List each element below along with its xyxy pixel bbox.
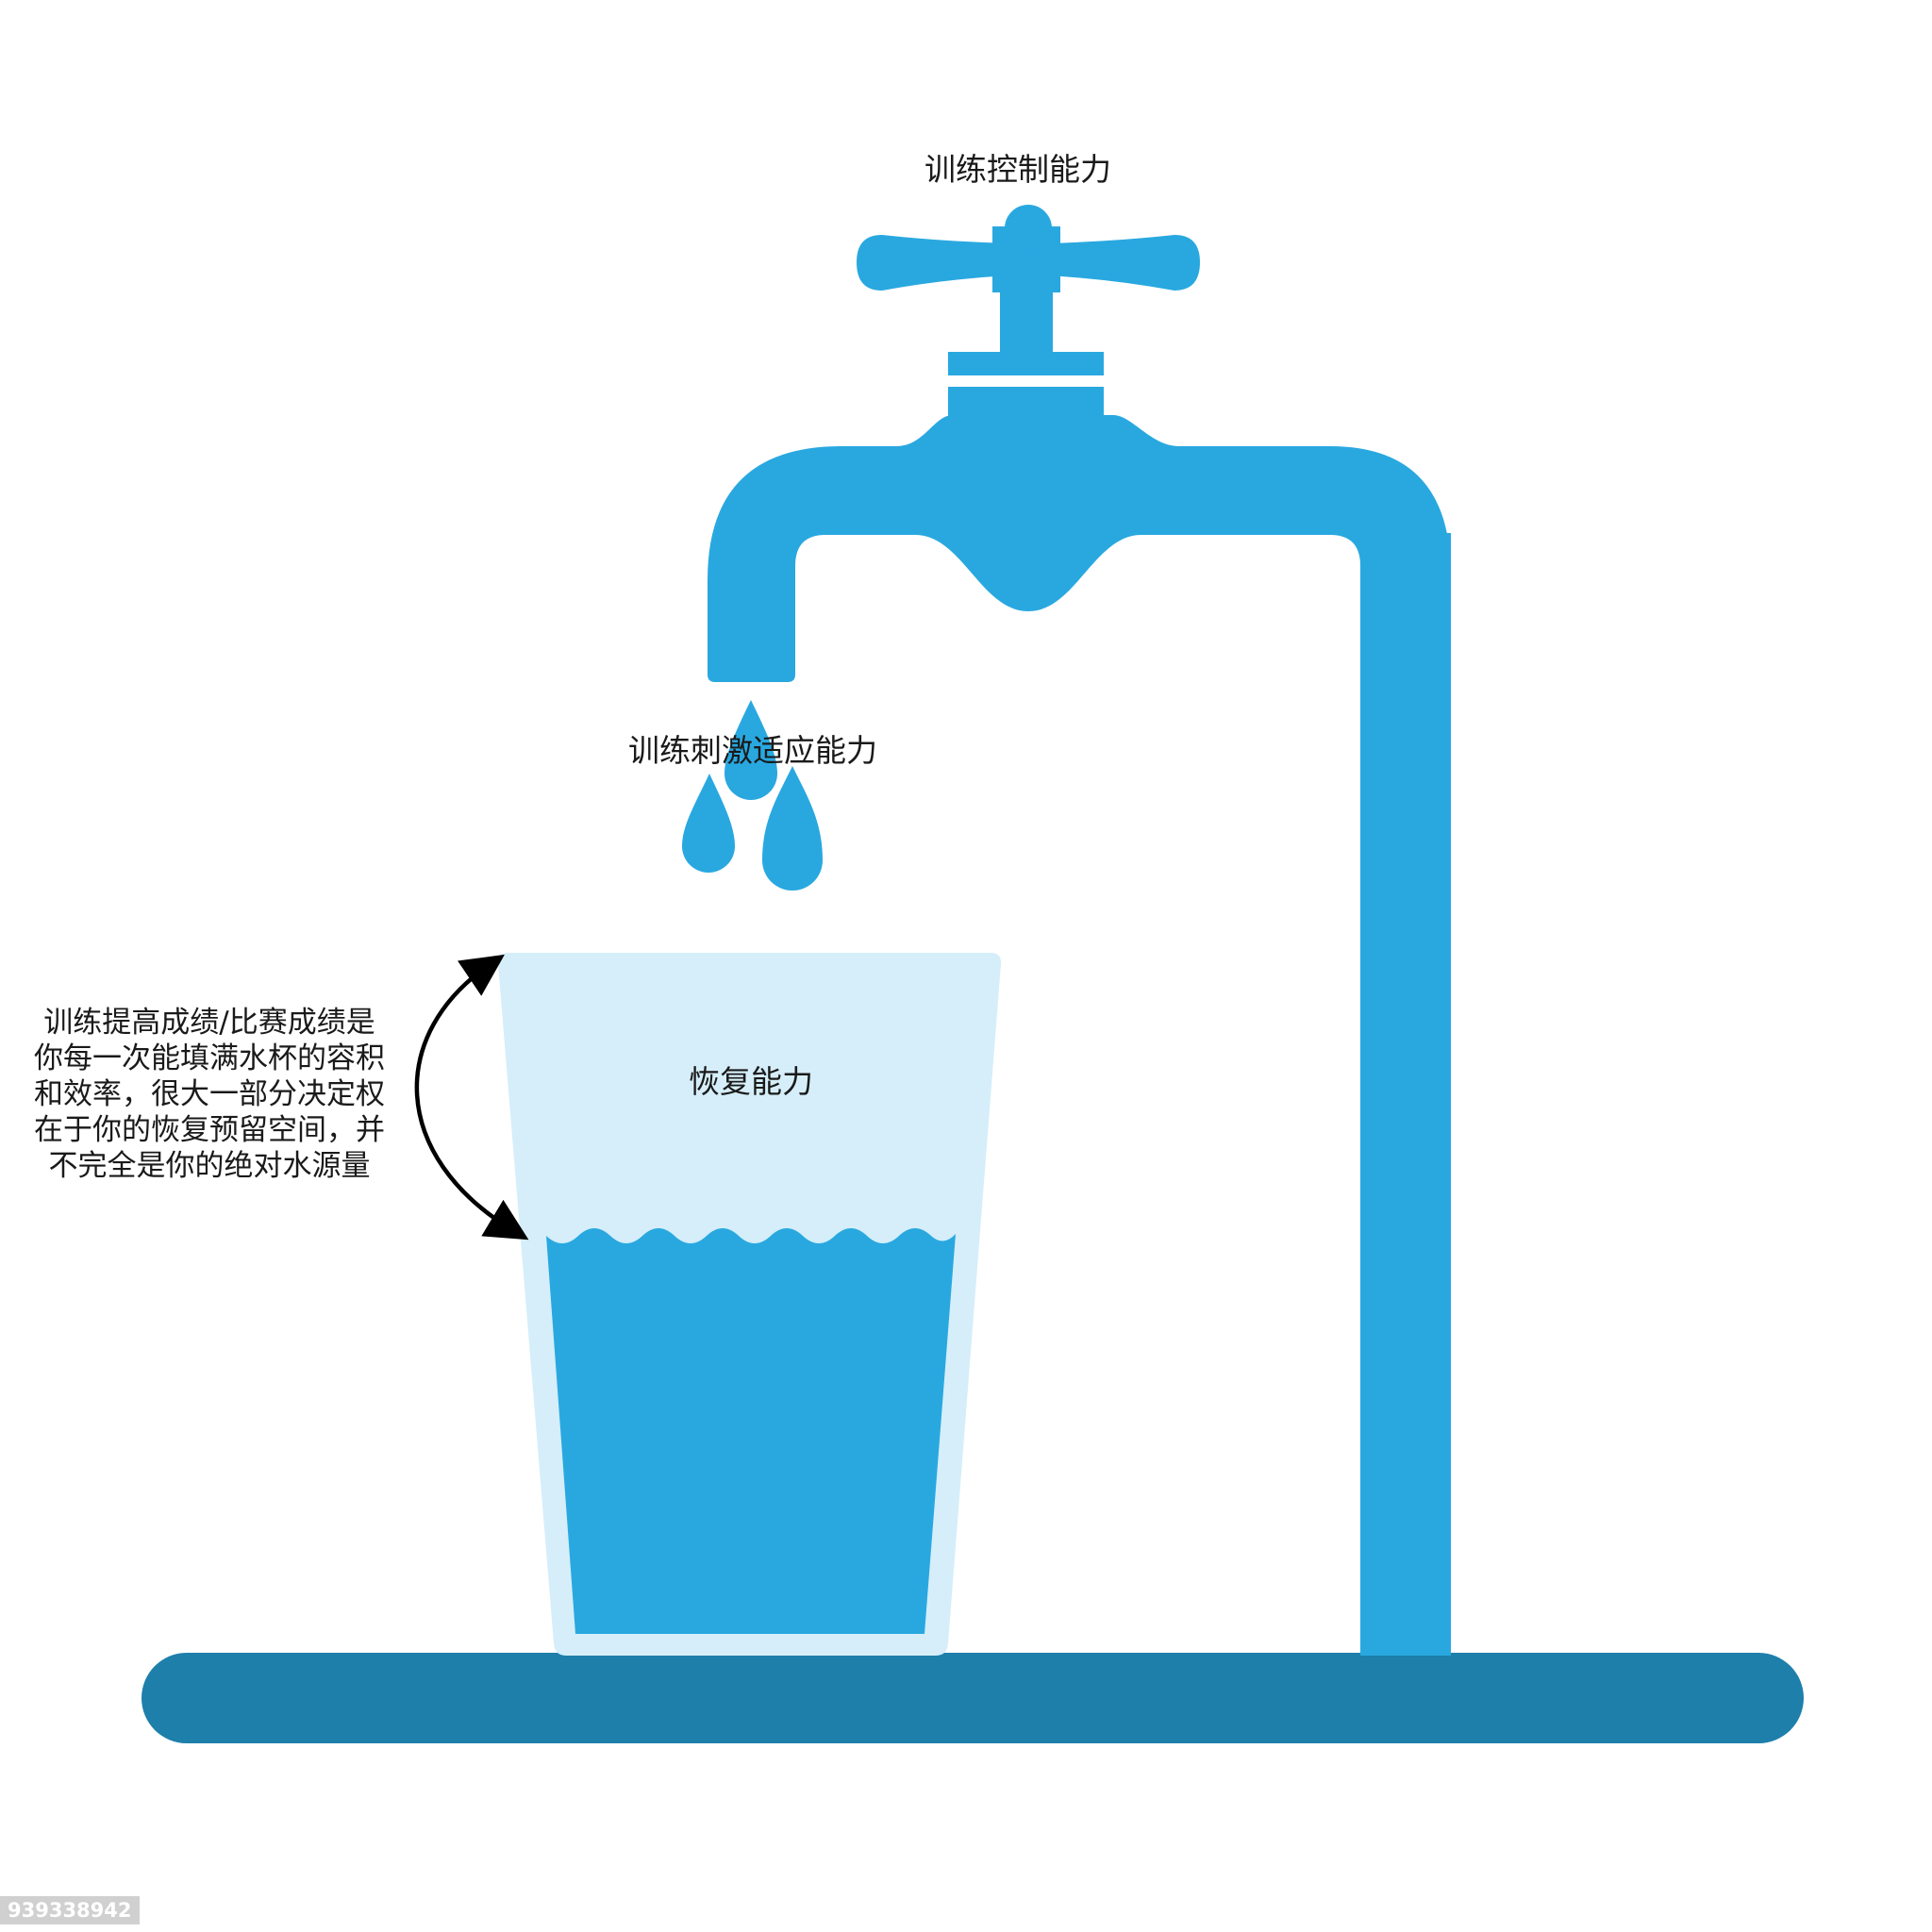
annotation-line: 训练提高成绩/比赛成绩是 [43,1006,375,1040]
annotation-line: 在于你的恢复预留空间，并 [34,1113,385,1147]
faucet-handle-icon [857,205,1200,292]
base-platform [142,1653,1804,1743]
label-stimulus-adaptation: 训练刺激适应能力 [628,732,877,769]
annotation-text: 训练提高成绩/比赛成绩是 你每一次能填满水杯的容积 和效率，很大一部分决定权 在… [21,1005,398,1184]
annotation-line: 你每一次能填满水杯的容积 [34,1041,385,1075]
faucet-arch-body [708,415,1451,682]
annotation-line: 和效率，很大一部分决定权 [34,1077,385,1111]
faucet-neck-collar [948,352,1104,375]
water-drop-icon [682,774,735,873]
glass-water [546,1228,956,1634]
watermark-id: 939338942 [0,1896,140,1924]
water-drop-icon [762,766,823,891]
annotation-line: 不完全是你的绝对水源量 [48,1149,371,1183]
faucet-vertical-pipe [1360,533,1451,1656]
water-drop-icon [724,700,777,800]
label-recovery: 恢复能力 [689,1063,813,1100]
faucet-neck-lower [948,387,1104,417]
label-training-control: 训练控制能力 [924,151,1111,188]
faucet-icon [708,205,1451,1656]
curved-double-arrow-icon [414,954,529,1241]
